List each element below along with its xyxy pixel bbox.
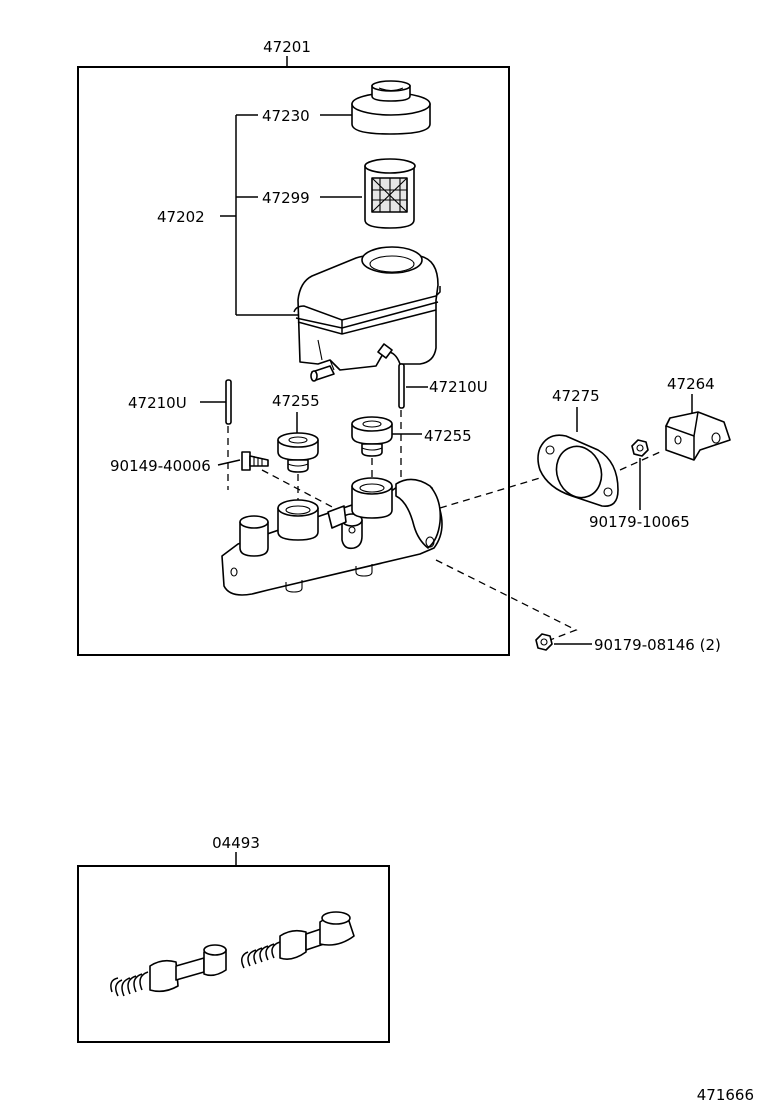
reservoir-tank-part [293, 246, 441, 382]
main-assembly-frame [77, 66, 510, 656]
grommet-left-part [277, 432, 319, 473]
label-grommet-left: 47255 [272, 392, 320, 410]
label-pin-left: 47210U [128, 394, 187, 412]
label-nut-mount: 90179-08146 (2) [594, 636, 721, 654]
screw-part [241, 451, 269, 471]
label-gasket: 47275 [552, 387, 600, 405]
reservoir-bracket-leader [220, 114, 300, 316]
master-cylinder-body [221, 477, 443, 596]
label-nut-bracket: 90179-10065 [589, 513, 690, 531]
figure-number: 471666 [697, 1086, 754, 1104]
nut-mount-part [535, 633, 553, 651]
pin-left-part [225, 379, 232, 425]
nut-bracket-part [631, 439, 649, 457]
label-cap: 47230 [262, 107, 310, 125]
label-bracket: 47264 [667, 375, 715, 393]
label-strainer: 47299 [262, 189, 310, 207]
gasket-part [537, 434, 619, 507]
bracket-part [664, 411, 731, 461]
label-assy-main: 47201 [263, 38, 311, 56]
reservoir-cap-part [351, 80, 431, 135]
label-grommet-right: 47255 [424, 427, 472, 445]
label-pin-right: 47210U [429, 378, 488, 396]
pin-right-part [398, 363, 405, 409]
piston-kit-part [110, 911, 355, 997]
label-screw: 90149-40006 [110, 457, 211, 475]
label-reservoir-sub: 47202 [157, 208, 205, 226]
strainer-part [364, 158, 416, 229]
label-kit: 04493 [212, 834, 260, 852]
grommet-right-part [351, 416, 393, 457]
kit-frame [77, 865, 390, 1043]
